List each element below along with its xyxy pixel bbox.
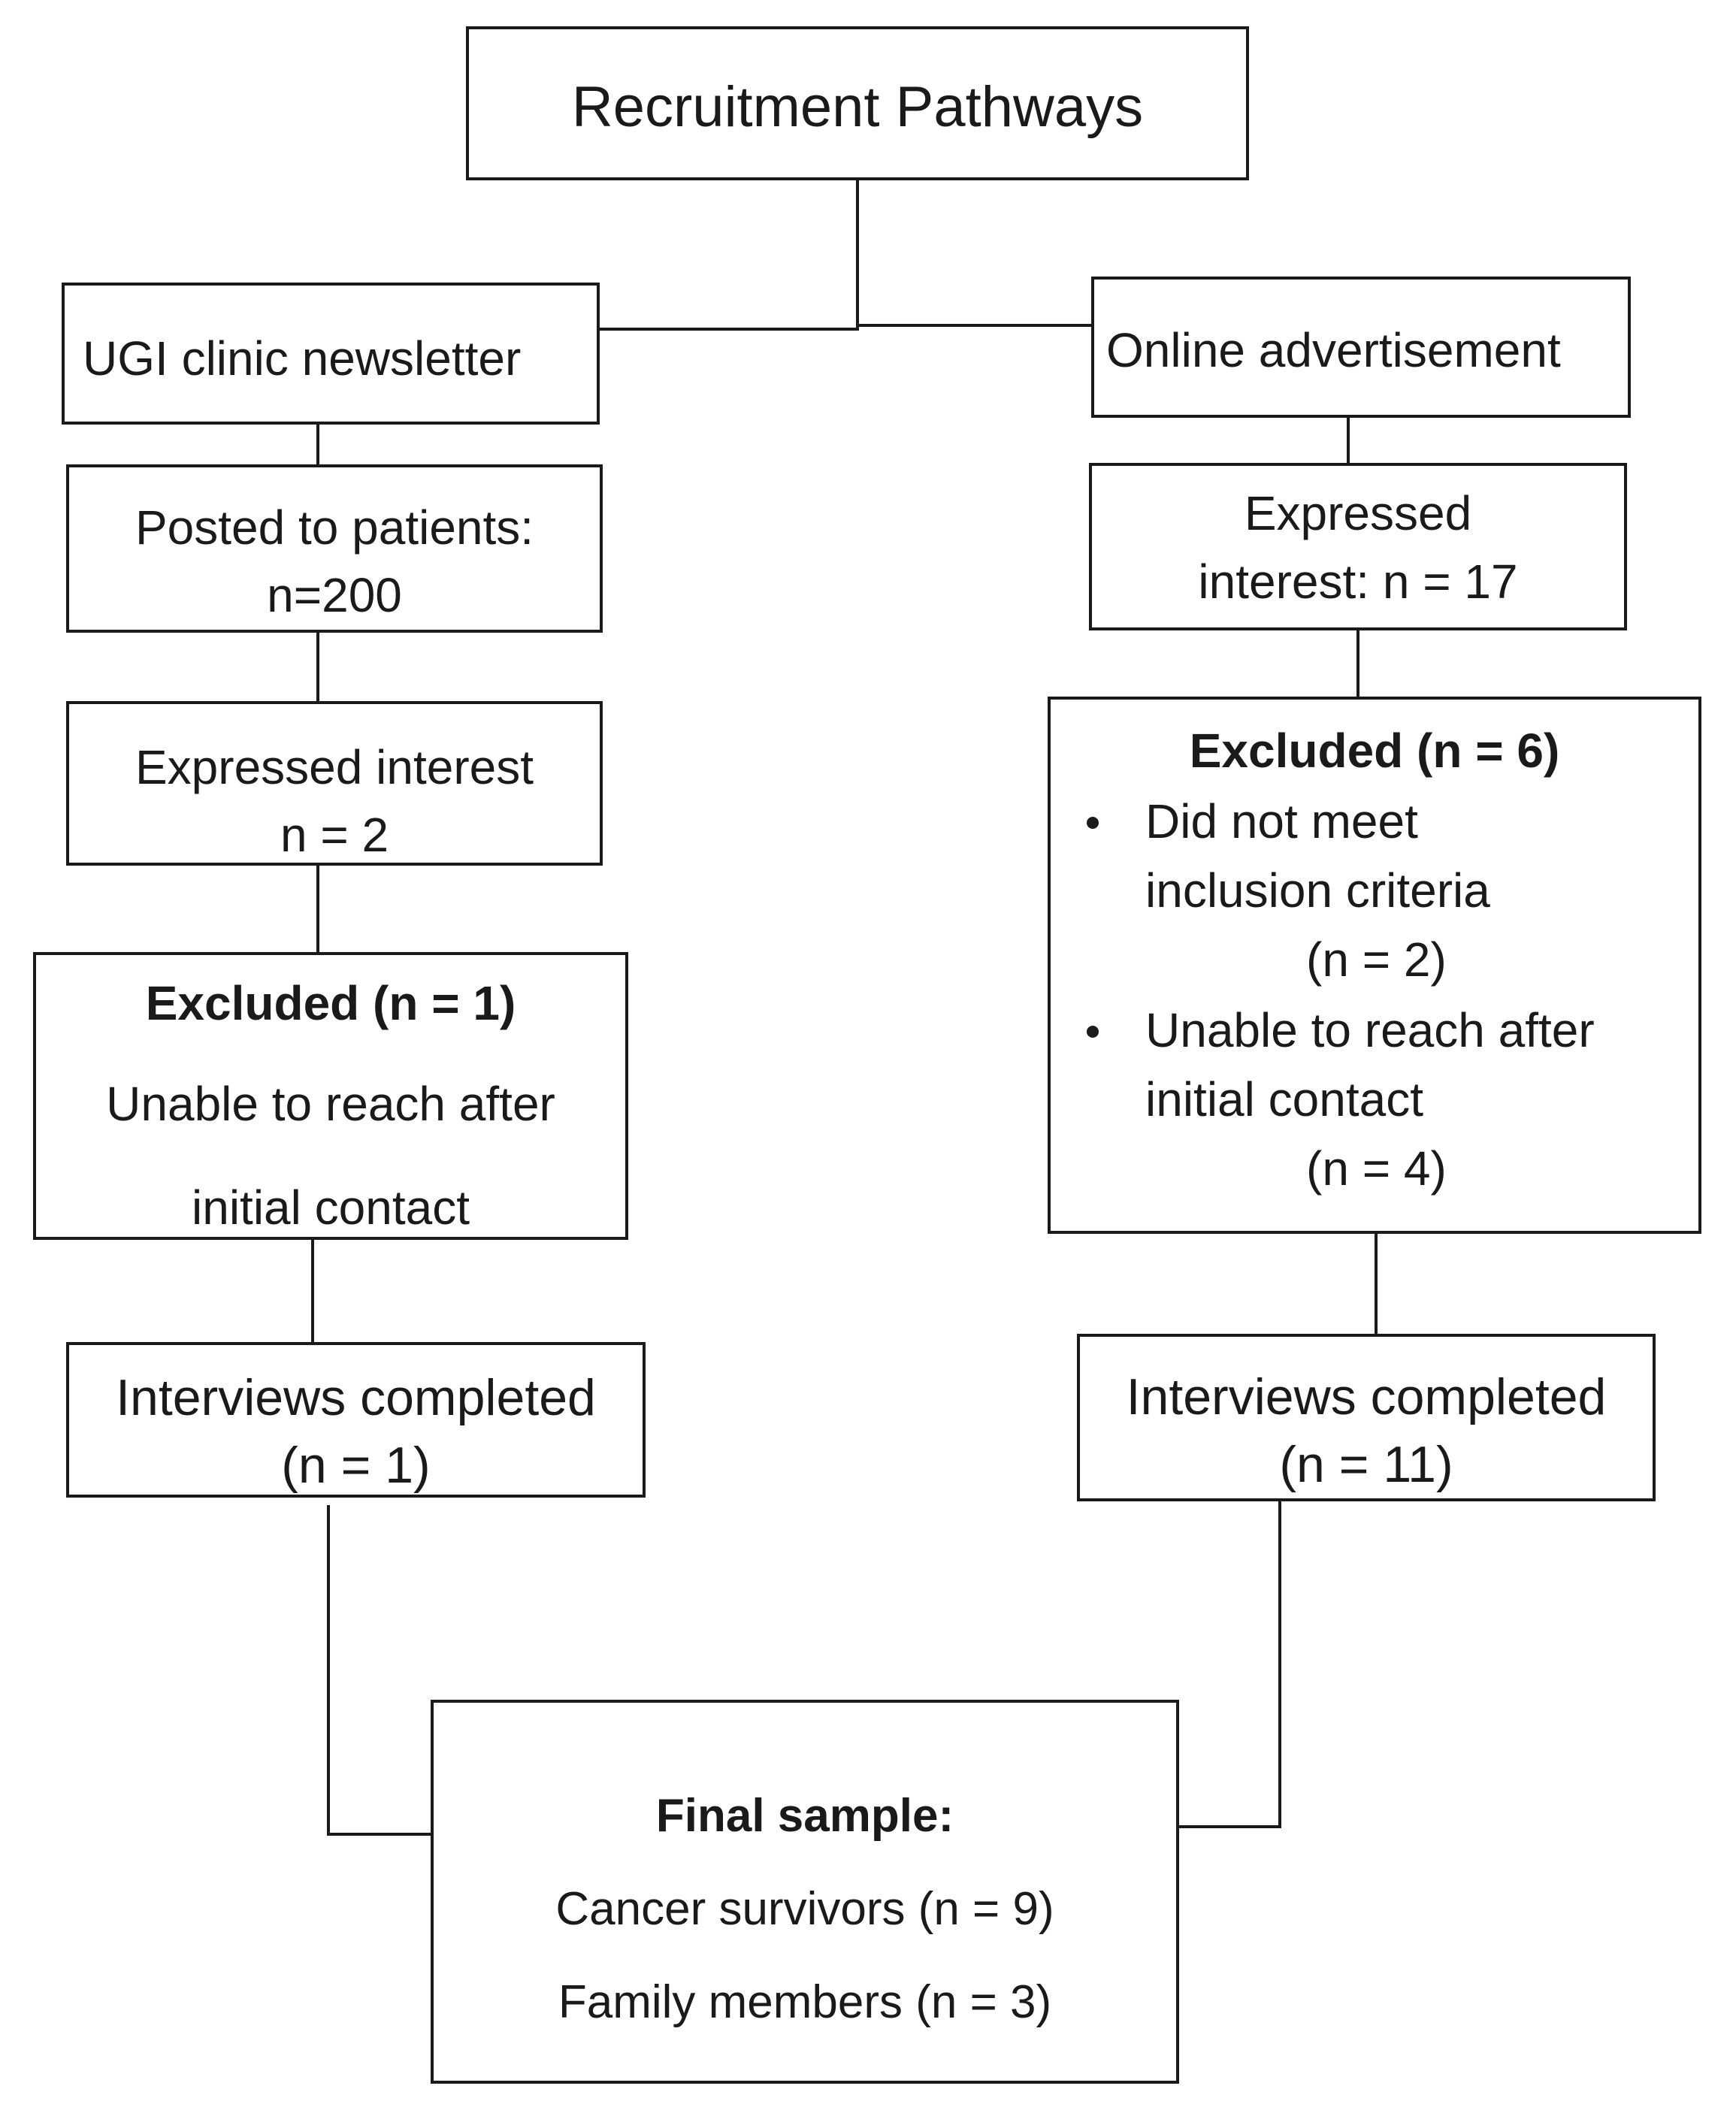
- right-completed-line-2: (n = 11): [1279, 1436, 1453, 1493]
- connector-left-5: [327, 1505, 330, 1836]
- right-source-label: Online advertisement: [1106, 323, 1561, 377]
- right-excluded-title: Excluded (n = 6): [1189, 724, 1560, 778]
- connector-title-down: [856, 179, 859, 331]
- final-sample-line-2: Family members (n = 3): [558, 1976, 1052, 2028]
- connector-left-4: [311, 1238, 314, 1344]
- right-excluded-item-1-line-1: Did not meet: [1145, 794, 1418, 848]
- connector-left-6: [327, 1833, 432, 1836]
- connector-right-4: [1278, 1501, 1281, 1828]
- connector-right-3: [1375, 1232, 1378, 1340]
- connector-right-2: [1356, 628, 1359, 700]
- left-completed-line-2: (n = 1): [281, 1437, 431, 1494]
- right-interest-line-2: interest: n = 17: [1198, 555, 1518, 609]
- left-source-box: UGI clinic newsletter: [62, 283, 600, 425]
- left-completed-line-1: Interviews completed: [116, 1369, 596, 1426]
- right-interest-box: Expressed interest: n = 17: [1089, 463, 1627, 630]
- right-interest-line-1: Expressed: [1244, 486, 1472, 540]
- right-excluded-item-2-line-2: initial contact: [1145, 1072, 1423, 1126]
- title-box: Recruitment Pathways: [466, 26, 1249, 180]
- left-excluded-box: Excluded (n = 1) Unable to reach after i…: [33, 952, 628, 1240]
- diagram-title: Recruitment Pathways: [571, 75, 1144, 139]
- left-posted-line-2: n=200: [267, 568, 402, 622]
- left-completed-box: Interviews completed (n = 1): [66, 1342, 646, 1498]
- connector-right-1: [1347, 416, 1350, 464]
- connector-left-1: [316, 423, 319, 466]
- final-sample-box: Final sample: Cancer survivors (n = 9) F…: [431, 1700, 1179, 2084]
- right-source-box: Online advertisement: [1091, 277, 1631, 418]
- left-interest-line-2: n = 2: [280, 808, 389, 862]
- connector-left-2: [316, 631, 319, 703]
- connector-left-3: [316, 864, 319, 954]
- connector-to-right-source: [856, 324, 1093, 327]
- left-interest-line-1: Expressed interest: [135, 740, 534, 794]
- right-excluded-item-1-count: (n = 2): [1306, 933, 1447, 987]
- left-posted-line-1: Posted to patients:: [135, 500, 534, 555]
- final-sample-title: Final sample:: [655, 1790, 954, 1842]
- left-source-label: UGI clinic newsletter: [83, 331, 522, 385]
- final-sample-line-1: Cancer survivors (n = 9): [555, 1883, 1054, 1935]
- right-completed-line-1: Interviews completed: [1126, 1368, 1607, 1425]
- left-posted-box: Posted to patients: n=200: [66, 464, 603, 633]
- bullet-icon: [1087, 817, 1099, 829]
- left-excluded-title: Excluded (n = 1): [145, 976, 516, 1030]
- left-excluded-reason-line-2: initial contact: [192, 1180, 470, 1235]
- connector-right-5: [1178, 1825, 1281, 1828]
- right-completed-box: Interviews completed (n = 11): [1077, 1334, 1656, 1501]
- connector-to-left-source: [598, 328, 859, 331]
- left-interest-box: Expressed interest n = 2: [66, 701, 603, 866]
- right-excluded-item-2-count: (n = 4): [1306, 1141, 1447, 1196]
- right-excluded-item-1-line-2: inclusion criteria: [1145, 863, 1490, 917]
- right-excluded-box: Excluded (n = 6) Did not meet inclusion …: [1048, 697, 1701, 1234]
- left-excluded-reason-line-1: Unable to reach after: [106, 1077, 555, 1131]
- right-excluded-item-2-line-1: Unable to reach after: [1145, 1003, 1595, 1057]
- bullet-icon: [1087, 1026, 1099, 1038]
